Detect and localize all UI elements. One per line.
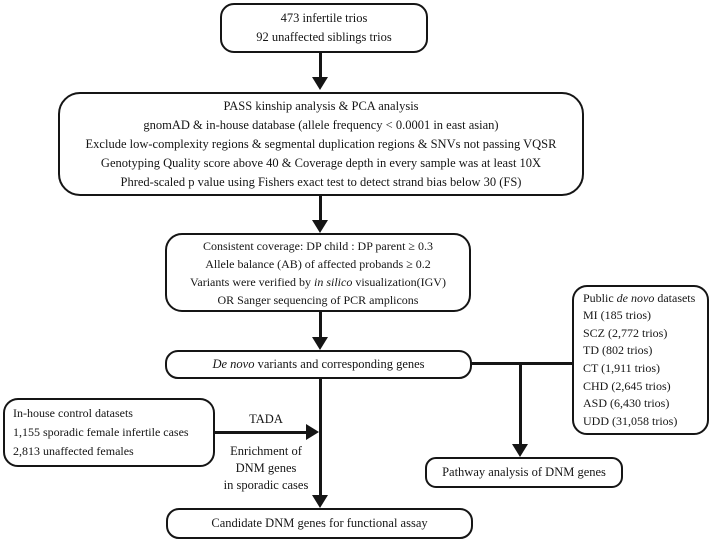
arrow-denovo-to-candidate-line [319,378,322,496]
qc-line-2: gnomAD & in-house database (allele frequ… [143,117,499,132]
candidate-text: Candidate DNM genes for functional assay [211,516,428,530]
dataset-item: CHD (2,645 trios) [583,378,671,393]
qc-line-4: Genotyping Quality score above 40 & Cove… [100,155,542,170]
denovo-rest: variants and corresponding genes [254,357,425,371]
dataset-item: ASD (6,430 trios) [583,396,670,411]
inhouse-line-1: In-house control datasets [13,406,133,420]
coverage-filter-box: Consistent coverage: DP child : DP paren… [165,233,471,312]
qc-line-5: Phred-scaled p value using Fishers exact… [120,174,522,189]
coverage-line-3-prefix: Variants were verified by [190,274,314,289]
coverage-line-3-italic: in silico [313,274,353,289]
cohort-line-2: 92 unaffected siblings trios [256,30,392,44]
qc-line-1: PASS kinship analysis & PCA analysis [223,98,419,113]
dataset-item: MI (185 trios) [583,308,651,323]
dataset-item: TD (802 trios) [583,343,653,358]
arrow-tada-head-icon [306,424,319,440]
arrow-cohort-to-qc-line [319,53,322,78]
dataset-item: UDD (31,058 trios) [583,413,678,428]
enrichment-caption-line-3: in sporadic cases [223,478,309,492]
dataset-item: CT (1,911 trios) [583,361,660,375]
coverage-line-2: Allele balance (AB) of affected probands… [205,256,431,271]
denovo-line: De novo variants and corresponding genes [167,355,470,374]
arrow-coverage-to-denovo-line [319,311,322,338]
coverage-line-3-suffix: visualization(IGV) [352,274,446,289]
enrichment-caption-line-1: Enrichment of [230,444,302,458]
enrichment-caption: Enrichment of DNM genes in sporadic case… [205,443,327,494]
public-title-prefix: Public [583,290,617,305]
arrow-coverage-to-denovo-head-icon [312,337,328,350]
arrow-branch-to-pathway-head-icon [512,444,528,457]
denovo-variants-box: De novo variants and corresponding genes [165,350,472,379]
inhouse-line-3: 2,813 unaffected females [13,444,134,458]
cohort-box: 473 infertile trios 92 unaffected siblin… [220,3,428,53]
coverage-line-3: Variants were verified by in silico visu… [167,273,469,291]
qc-filter-box: PASS kinship analysis & PCA analysis gno… [58,92,584,196]
pathway-analysis-box: Pathway analysis of DNM genes [425,457,623,488]
pathway-text: Pathway analysis of DNM genes [442,465,606,479]
dataset-item: SCZ (2,772 trios) [583,325,668,340]
arrow-cohort-to-qc-head-icon [312,77,328,90]
arrow-qc-to-coverage-line [319,196,322,221]
inhouse-line-2: 1,155 sporadic female infertile cases [13,425,189,439]
public-title-suffix: datasets [654,290,696,305]
coverage-line-1: Consistent coverage: DP child : DP paren… [203,238,433,253]
candidate-genes-box: Candidate DNM genes for functional assay [166,508,473,539]
arrow-branch-to-pathway-line [519,362,522,445]
arrow-tada-line [214,431,307,434]
inhouse-controls-box: In-house control datasets 1,155 sporadic… [3,398,215,467]
public-datasets-title: Public de novo datasets [583,290,704,308]
denovo-italic: De novo [212,357,255,371]
arrow-qc-to-coverage-head-icon [312,220,328,233]
enrichment-caption-line-2: DNM genes [235,461,297,475]
tada-label: TADA [249,412,283,426]
coverage-line-4: OR Sanger sequencing of PCR amplicons [217,292,419,307]
qc-line-3: Exclude low-complexity regions & segment… [85,136,557,151]
cohort-line-1: 473 infertile trios [280,11,368,25]
public-datasets-box: Public de novo datasets MI (185 trios) S… [572,285,709,435]
public-title-italic: de novo [616,290,655,305]
connector-denovo-to-public-line [471,362,572,365]
arrow-denovo-to-candidate-head-icon [312,495,328,508]
